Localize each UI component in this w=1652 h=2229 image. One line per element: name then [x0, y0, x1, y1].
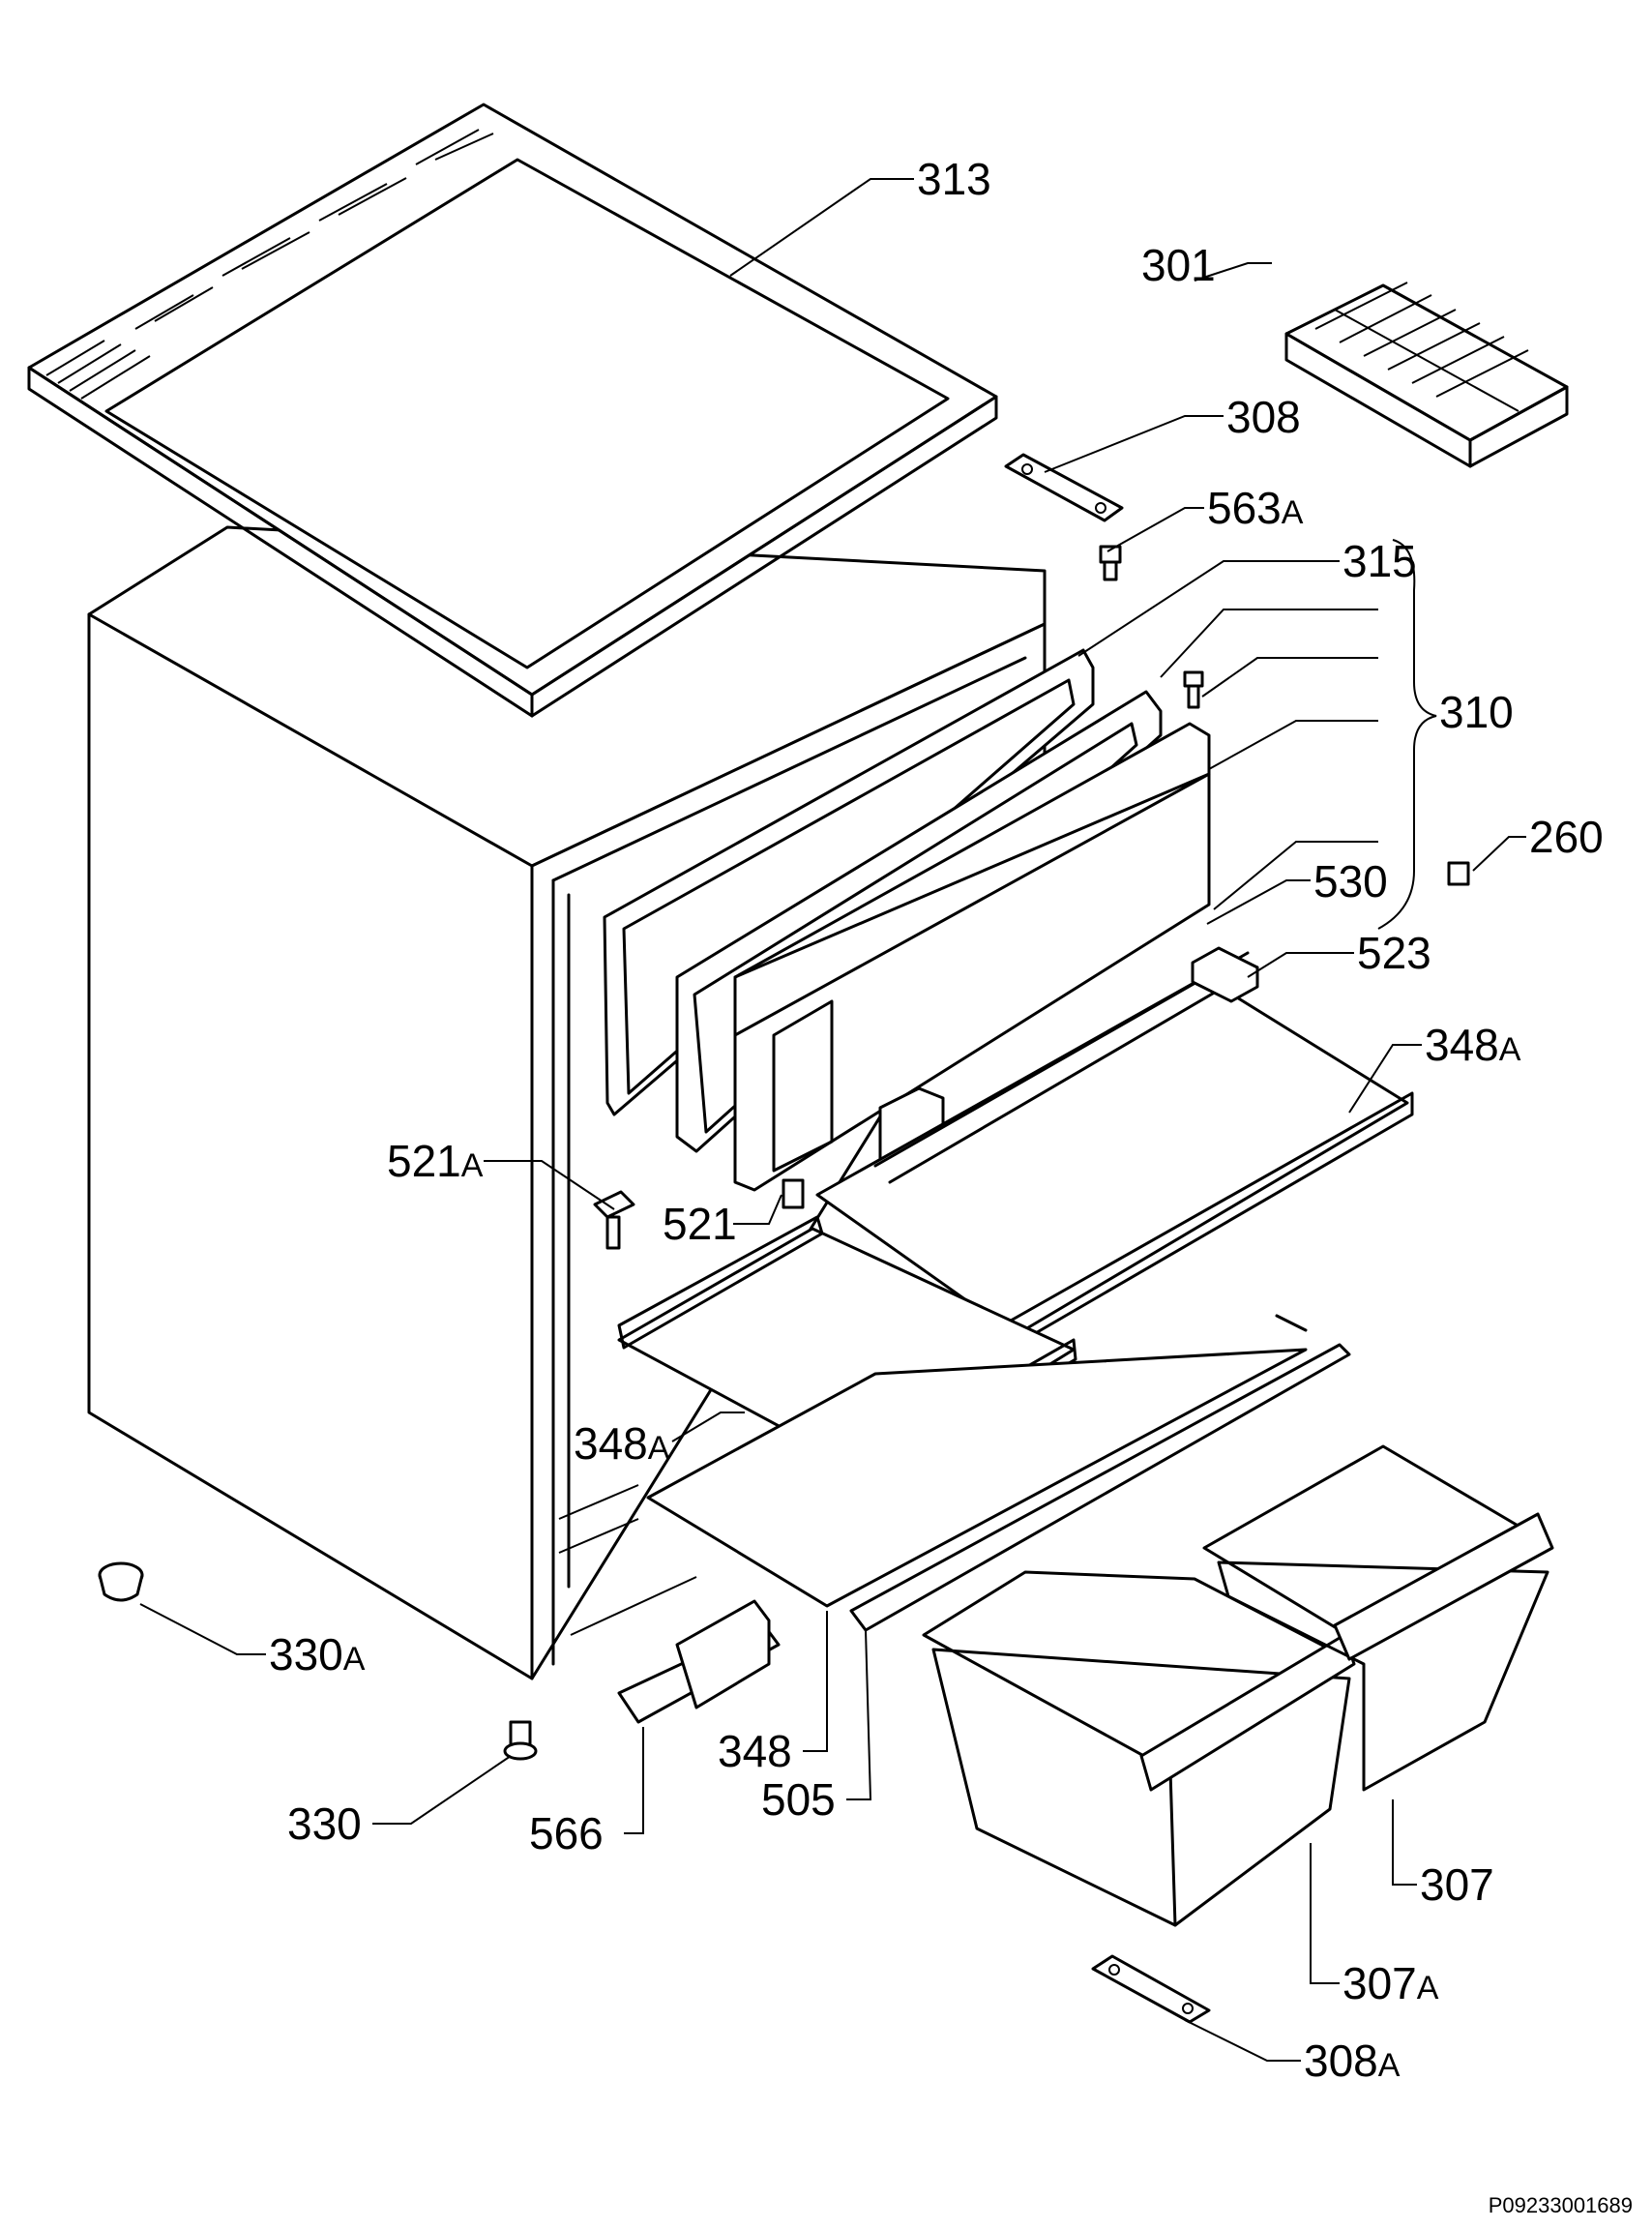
label-523: 523	[1357, 928, 1431, 978]
latch-260	[1447, 861, 1470, 886]
pivot-310	[1183, 670, 1204, 709]
label-348a-lower: 348A	[574, 1418, 670, 1469]
catch-521	[782, 1178, 805, 1209]
hinge-308a	[1091, 1954, 1211, 2024]
label-308: 308	[1226, 392, 1301, 442]
label-505: 505	[761, 1774, 836, 1825]
label-521: 521	[663, 1199, 737, 1249]
label-307: 307	[1420, 1859, 1494, 1910]
foot-330	[503, 1720, 538, 1761]
label-307a: 307A	[1342, 1958, 1439, 2008]
label-313: 313	[917, 154, 991, 204]
trim-505	[849, 1343, 1351, 1632]
glass-shelf-348	[646, 1314, 1308, 1608]
label-308a: 308A	[1304, 2036, 1401, 2086]
label-563a: 563A	[1207, 483, 1304, 533]
crisper-307a	[922, 1570, 1356, 1927]
ice-tray-301	[1284, 282, 1569, 468]
label-315: 315	[1342, 536, 1417, 586]
drawing-code: P09233001689	[1489, 2193, 1633, 2217]
label-530: 530	[1313, 856, 1388, 906]
label-330a: 330A	[269, 1629, 366, 1679]
label-521a: 521A	[387, 1136, 484, 1186]
label-330: 330	[287, 1798, 362, 1849]
door-panel	[733, 722, 1211, 1192]
label-310: 310	[1439, 687, 1514, 737]
label-260: 260	[1529, 812, 1604, 862]
hinge-308	[1004, 453, 1124, 522]
worktop-313	[27, 103, 998, 718]
label-301: 301	[1141, 240, 1216, 290]
label-566: 566	[529, 1808, 604, 1858]
clip-521a	[593, 1190, 635, 1250]
handle-566	[617, 1599, 781, 1724]
pivot-563a	[1099, 545, 1122, 581]
label-348a-upper: 348A	[1425, 1020, 1521, 1070]
crisper-307	[1202, 1444, 1554, 1792]
foot-330a	[98, 1561, 144, 1602]
leader-lines	[139, 178, 1526, 2062]
bracket-523	[1191, 946, 1259, 1003]
label-348: 348	[718, 1726, 792, 1776]
part-labels: 313 301 308 563A 315 310 260 530 523 348…	[269, 154, 1604, 2086]
